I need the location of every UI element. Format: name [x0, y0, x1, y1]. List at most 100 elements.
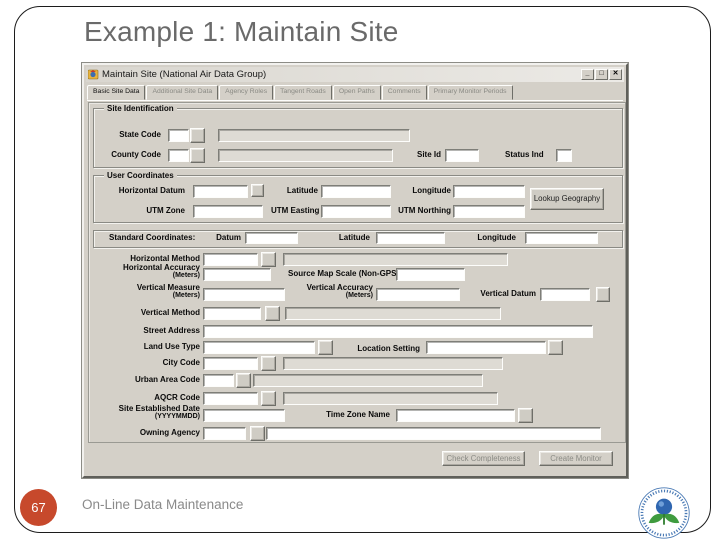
- tab-divider: [87, 100, 623, 102]
- state-description-field: [218, 129, 410, 142]
- std-datum-input[interactable]: [245, 232, 298, 244]
- vertical-datum-lookup-button[interactable]: [596, 287, 610, 302]
- maximize-button[interactable]: □: [595, 69, 608, 80]
- longitude-label: Longitude: [412, 186, 451, 195]
- source-map-scale-input[interactable]: [396, 268, 465, 281]
- std-datum-label: Datum: [216, 233, 241, 242]
- urban-area-code-label: Urban Area Code: [134, 375, 200, 384]
- tab-agency-roles[interactable]: Agency Roles: [219, 85, 274, 100]
- tab-basic-site-data[interactable]: Basic Site Data: [87, 85, 146, 100]
- check-completeness-button[interactable]: Check Completeness: [442, 451, 525, 466]
- site-identification-legend: Site Identification: [104, 104, 177, 113]
- aqcr-code-lookup-button[interactable]: [261, 391, 276, 406]
- minimize-button[interactable]: _: [581, 69, 594, 80]
- vertical-measure-label: Vertical Measure (Meters): [89, 284, 200, 300]
- utm-northing-input[interactable]: [453, 205, 525, 218]
- tab-additional-site-data[interactable]: Additional Site Data: [146, 85, 219, 100]
- utm-easting-label: UTM Easting: [271, 206, 320, 215]
- vertical-measure-input[interactable]: [203, 288, 285, 301]
- owning-agency-description-input[interactable]: [266, 427, 601, 440]
- owning-agency-input[interactable]: [203, 427, 246, 440]
- horizontal-accuracy-label: Horizontal Accuracy (Meters): [89, 264, 200, 280]
- aqcr-code-label: AQCR Code: [154, 393, 200, 402]
- standard-coordinates-label: Standard Coordinates:: [109, 233, 196, 242]
- time-zone-name-label: Time Zone Name: [326, 410, 390, 419]
- tab-tangent-roads[interactable]: Tangent Roads: [274, 85, 332, 100]
- urban-area-code-lookup-button[interactable]: [236, 373, 251, 388]
- horizontal-accuracy-label-text: Horizontal Accuracy: [122, 263, 200, 272]
- state-code-label: State Code: [119, 130, 161, 139]
- footer-text: On-Line Data Maintenance: [82, 497, 244, 512]
- lookup-geography-button[interactable]: Lookup Geography: [530, 188, 604, 210]
- site-established-date-label: Site Established Date (YYYYMMDD): [89, 405, 200, 421]
- city-code-lookup-button[interactable]: [261, 356, 276, 371]
- window-titlebar[interactable]: Maintain Site (National Air Data Group) …: [86, 67, 624, 82]
- site-established-date-label-text: Site Established Date: [118, 404, 200, 413]
- latitude-label: Latitude: [286, 186, 318, 195]
- city-code-input[interactable]: [203, 357, 258, 370]
- horizontal-method-lookup-button[interactable]: [261, 252, 276, 267]
- county-code-input[interactable]: [168, 149, 189, 162]
- land-use-type-lookup-button[interactable]: [318, 340, 333, 355]
- location-setting-input[interactable]: [426, 341, 546, 354]
- utm-zone-input[interactable]: [193, 205, 263, 218]
- app-icon: [88, 69, 99, 80]
- horizontal-accuracy-units: (Meters): [172, 272, 200, 279]
- site-established-date-input[interactable]: [203, 409, 285, 422]
- site-id-input[interactable]: [445, 149, 479, 162]
- owning-agency-label: Owning Agency: [139, 428, 200, 437]
- page-number-badge: 67: [20, 489, 57, 526]
- owning-agency-lookup-button[interactable]: [250, 426, 265, 441]
- city-code-label: City Code: [162, 358, 200, 367]
- slide-title: Example 1: Maintain Site: [84, 16, 399, 47]
- horizontal-method-input[interactable]: [203, 253, 258, 266]
- latitude-input[interactable]: [321, 185, 391, 198]
- land-use-type-input[interactable]: [203, 341, 315, 354]
- longitude-input[interactable]: [453, 185, 525, 198]
- vertical-measure-units: (Meters): [172, 292, 200, 299]
- vertical-accuracy-label-text: Vertical Accuracy: [306, 283, 373, 292]
- horizontal-datum-input[interactable]: [193, 185, 248, 198]
- county-description-field: [218, 149, 393, 162]
- horizontal-datum-lookup-button[interactable]: [251, 184, 264, 197]
- site-established-date-format: (YYYYMMDD): [154, 413, 200, 420]
- vertical-datum-input[interactable]: [540, 288, 590, 301]
- horizontal-method-description-field: [283, 253, 508, 266]
- std-latitude-input[interactable]: [376, 232, 445, 244]
- close-button[interactable]: ✕: [609, 69, 622, 80]
- time-zone-lookup-button[interactable]: [518, 408, 533, 423]
- vertical-accuracy-units: (Meters): [345, 292, 373, 299]
- utm-zone-label: UTM Zone: [146, 206, 185, 215]
- tab-open-paths[interactable]: Open Paths: [332, 85, 381, 100]
- status-ind-input[interactable]: [556, 149, 572, 162]
- location-setting-lookup-button[interactable]: [548, 340, 563, 355]
- std-latitude-label: Latitude: [338, 233, 370, 242]
- standard-coordinates-frame: [93, 230, 623, 248]
- location-setting-label: Location Setting: [357, 344, 420, 353]
- source-map-scale-label: Source Map Scale (Non-GPS): [288, 269, 400, 278]
- vertical-method-description-field: [285, 307, 501, 320]
- time-zone-name-input[interactable]: [396, 409, 515, 422]
- horizontal-datum-label: Horizontal Datum: [118, 186, 185, 195]
- horizontal-accuracy-input[interactable]: [203, 268, 271, 281]
- utm-easting-input[interactable]: [321, 205, 391, 218]
- state-code-lookup-button[interactable]: [190, 128, 205, 143]
- county-code-lookup-button[interactable]: [190, 148, 205, 163]
- vertical-measure-label-text: Vertical Measure: [136, 283, 200, 292]
- city-description-field: [283, 357, 503, 370]
- tab-comments[interactable]: Comments: [381, 85, 427, 100]
- std-longitude-input[interactable]: [525, 232, 598, 244]
- basic-site-data-panel: Site Identification State Code County Co…: [88, 102, 626, 443]
- vertical-accuracy-input[interactable]: [376, 288, 460, 301]
- vertical-method-input[interactable]: [203, 307, 261, 320]
- street-address-input[interactable]: [203, 325, 593, 338]
- urban-area-code-input[interactable]: [203, 374, 234, 387]
- county-code-label: County Code: [111, 150, 161, 159]
- tab-primary-monitor-periods[interactable]: Primary Monitor Periods: [427, 85, 513, 100]
- create-monitor-button[interactable]: Create Monitor: [539, 451, 613, 466]
- aqcr-description-field: [283, 392, 498, 405]
- state-code-input[interactable]: [168, 129, 189, 142]
- aqcr-code-input[interactable]: [203, 392, 258, 405]
- vertical-method-lookup-button[interactable]: [265, 306, 280, 321]
